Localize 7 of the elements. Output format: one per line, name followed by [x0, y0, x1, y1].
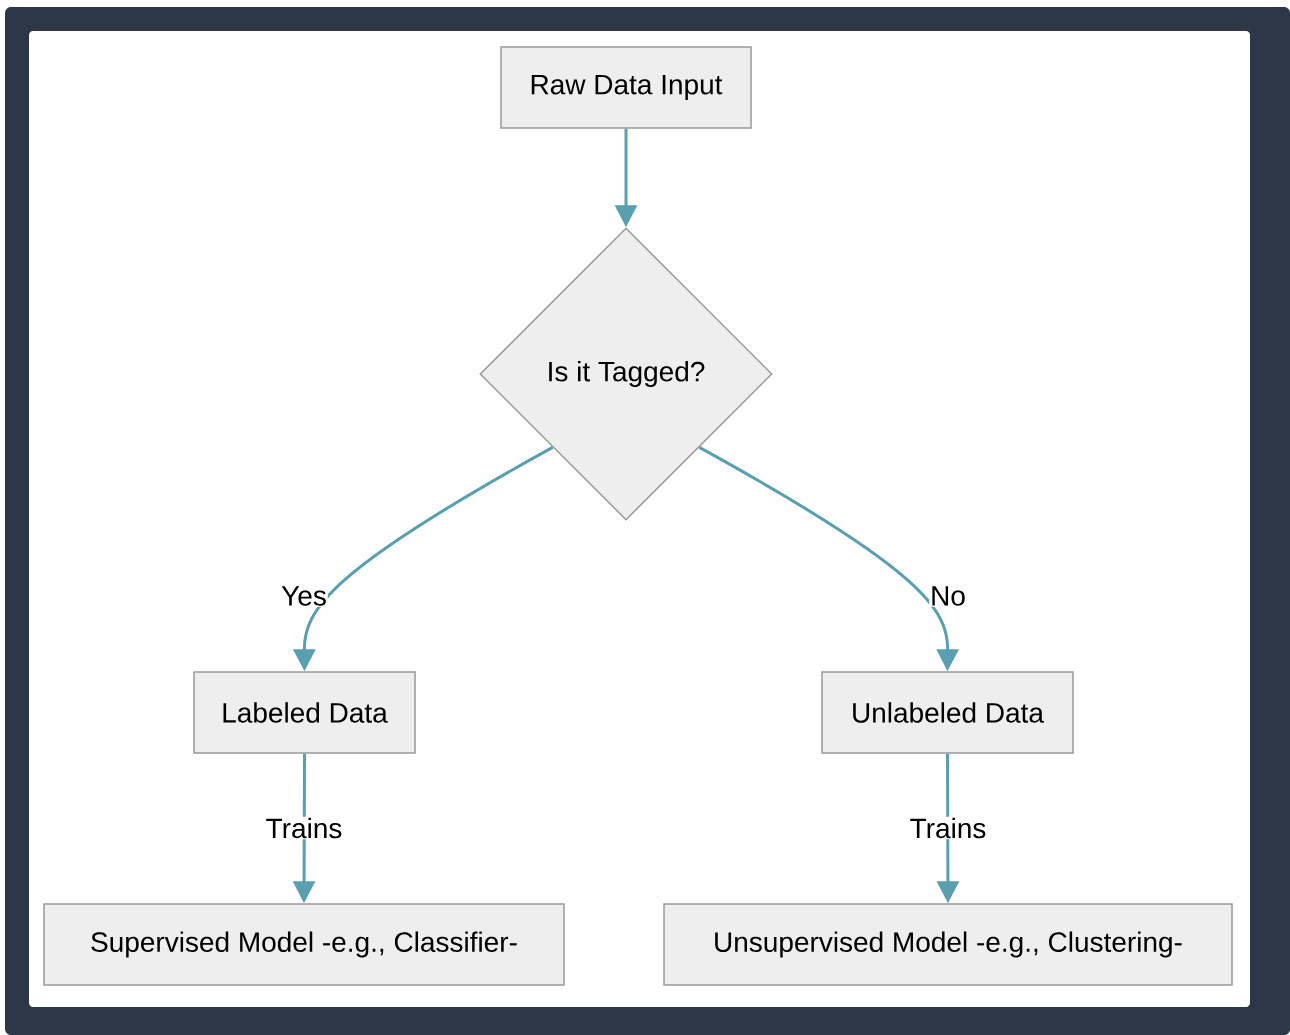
process-box: Supervised Model -e.g., Classifier-: [43, 903, 565, 986]
process-box: Unsupervised Model -e.g., Clustering-: [663, 903, 1233, 986]
process-box: Labeled Data: [193, 671, 416, 754]
process-box: Raw Data Input: [500, 46, 752, 129]
edge-label: Yes: [280, 585, 328, 607]
process-box: Unlabeled Data: [821, 671, 1074, 754]
edge-label: No: [929, 585, 967, 607]
